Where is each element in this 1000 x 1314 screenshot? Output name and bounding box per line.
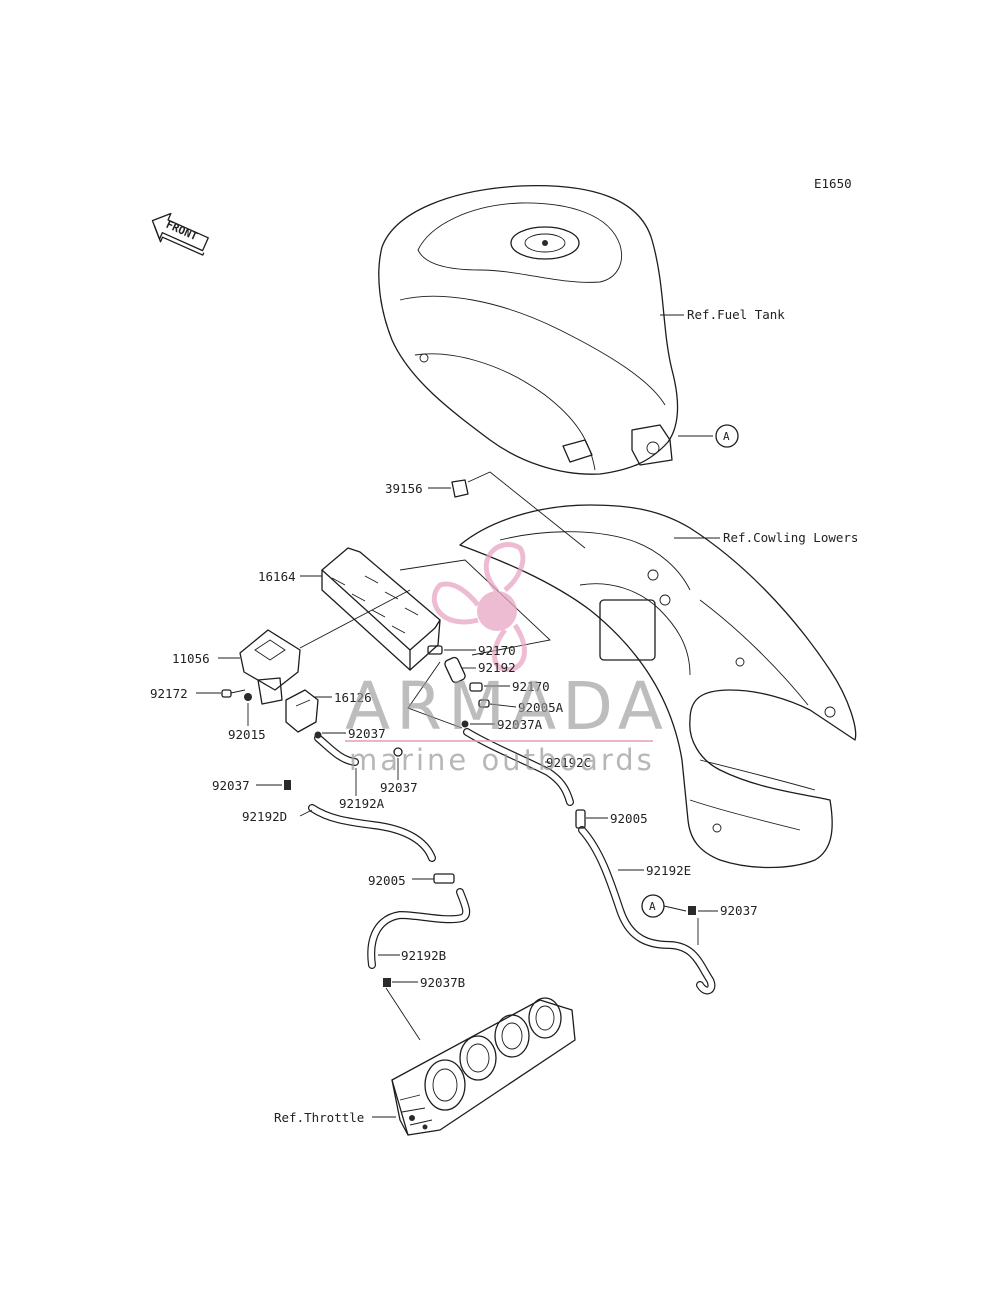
part-92037-valve-label[interactable]: 92037 — [348, 726, 386, 741]
canister-16164 — [321, 547, 441, 671]
watermark-tagline: marine outboards — [349, 743, 655, 777]
front-arrow-icon — [151, 212, 209, 256]
part-92005a-label[interactable]: 92005A — [518, 700, 564, 715]
valve-16126 — [285, 689, 319, 733]
clamp-92037-left — [284, 780, 291, 790]
hose-92192b — [367, 888, 471, 969]
washer-92015 — [244, 693, 252, 701]
hose-92192 — [444, 656, 466, 684]
part-92037b-label[interactable]: 92037B — [420, 975, 466, 990]
part-92192c-label[interactable]: 92192C — [546, 755, 592, 770]
part-92005-upper-label[interactable]: 92005 — [610, 811, 648, 826]
fitting-92170-lower — [469, 682, 483, 692]
clamp-92037-right — [688, 906, 696, 915]
part-92170-lower-label[interactable]: 92170 — [512, 679, 550, 694]
bracket-11056 — [239, 629, 301, 705]
part-92192d-label[interactable]: 92192D — [242, 809, 288, 824]
ref-throttle-label[interactable]: Ref.Throttle — [274, 1110, 365, 1125]
ref-fuel-tank-label[interactable]: Ref.Fuel Tank — [687, 307, 785, 322]
bolt-92172 — [221, 689, 246, 698]
part-92005-lower-label[interactable]: 92005 — [368, 873, 406, 888]
pad-39156 — [451, 479, 469, 498]
fitting-92170-upper — [427, 645, 443, 655]
hose-92192d — [308, 804, 436, 862]
marker-a-top — [715, 424, 739, 448]
joint-92005a — [478, 699, 490, 708]
joint-92005-lower — [433, 873, 455, 884]
part-92172-label[interactable]: 92172 — [150, 686, 188, 701]
throttle-bodies — [391, 997, 576, 1136]
part-16126-label[interactable]: 16126 — [334, 690, 372, 705]
clamp-92037a — [461, 720, 469, 728]
part-92037-left-label[interactable]: 92037 — [212, 778, 250, 793]
watermark-divider — [345, 740, 653, 742]
clamp-92037b — [383, 978, 391, 987]
armada-propeller-logo — [431, 542, 527, 672]
joint-92005-upper — [575, 809, 586, 829]
clamp-92037-valve — [314, 731, 322, 739]
part-92192-label[interactable]: 92192 — [478, 660, 516, 675]
clamp-92037-mid — [393, 747, 403, 757]
part-92037a-label[interactable]: 92037A — [497, 717, 543, 732]
hose-92192c — [463, 728, 574, 806]
watermark-brand: ARMADA — [345, 668, 669, 745]
part-92192b-label[interactable]: 92192B — [401, 948, 447, 963]
ref-cowling-lowers-label[interactable]: Ref.Cowling Lowers — [723, 530, 859, 545]
part-92037-right-label[interactable]: 92037 — [720, 903, 758, 918]
hose-92192e — [578, 826, 716, 995]
hose-92192a — [314, 734, 359, 766]
part-92015-label[interactable]: 92015 — [228, 727, 266, 742]
marker-a-bottom — [641, 894, 665, 918]
diagram-code: E1650 — [814, 176, 852, 191]
marker-a-top-label: A — [723, 430, 730, 443]
fuel-tank — [378, 184, 679, 475]
part-92037-mid-label[interactable]: 92037 — [380, 780, 418, 795]
marker-a-bottom-label: A — [649, 900, 656, 913]
part-92192a-label[interactable]: 92192A — [339, 796, 385, 811]
part-92192e-label[interactable]: 92192E — [646, 863, 692, 878]
part-39156-label[interactable]: 39156 — [385, 481, 423, 496]
part-11056-label[interactable]: 11056 — [172, 651, 210, 666]
part-92170-upper-label[interactable]: 92170 — [478, 643, 516, 658]
part-16164-label[interactable]: 16164 — [258, 569, 296, 584]
